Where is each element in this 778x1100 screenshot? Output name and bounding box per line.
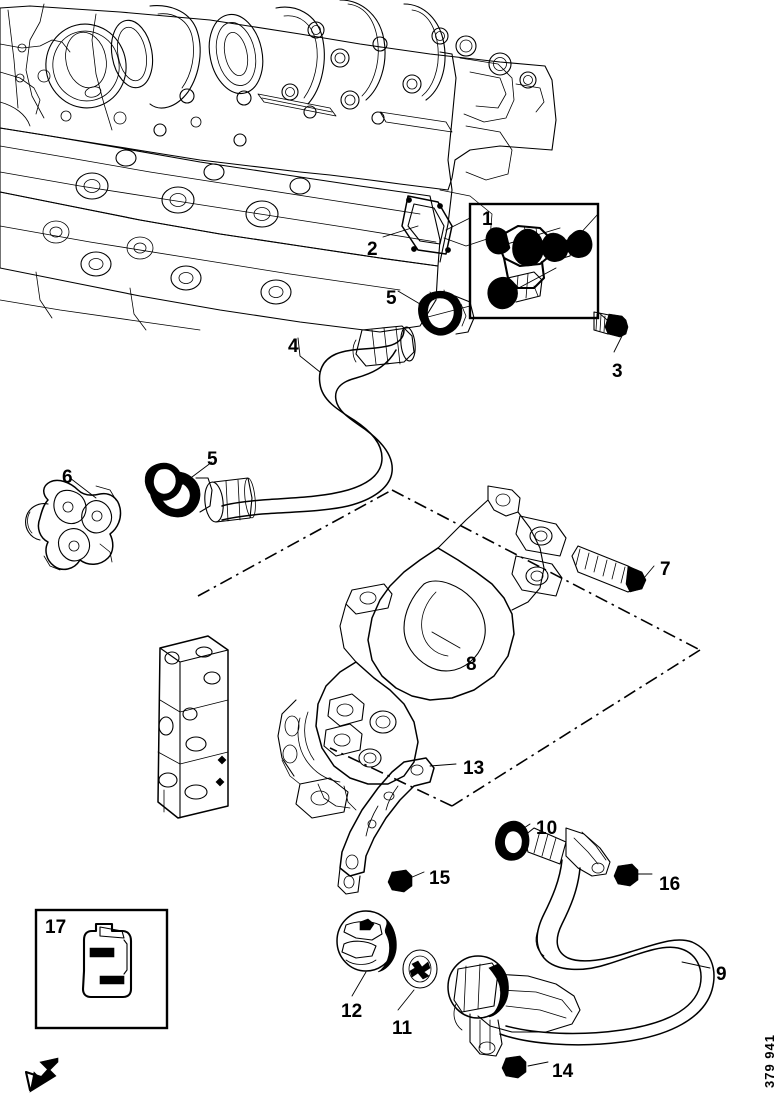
engine-mount-bracket-part8 (277, 485, 567, 819)
stud-bolt-part7 (571, 545, 647, 593)
callout-3: 3 (612, 361, 623, 382)
callout-11: 11 (392, 1018, 413, 1039)
detail-valve-assembly-part1 (485, 224, 593, 310)
callout-13: 13 (463, 758, 485, 779)
coolant-pipe-and-hose-part9 (499, 827, 715, 1046)
thermostat-housing-part6 (25, 479, 122, 571)
coolant-hose-part4 (221, 325, 416, 521)
seal-ring-part11 (402, 949, 438, 989)
water-outlet-housing (447, 955, 581, 1057)
flange-gasket-part2 (401, 195, 453, 255)
bolt-part14 (501, 1055, 527, 1079)
oil-cooler-block (157, 635, 229, 819)
callout-8: 8 (466, 654, 477, 675)
callout-2: 2 (367, 239, 378, 260)
callout-1: 1 (482, 209, 493, 230)
bolt-part15 (387, 869, 413, 893)
coolant-container-icon (81, 922, 133, 999)
callout-10: 10 (536, 818, 558, 839)
engine-block-illustration (0, 0, 557, 333)
callout-12: 12 (341, 1001, 363, 1022)
support-strut-part13 (337, 757, 435, 895)
hose-clamp-part5-lower (144, 462, 256, 523)
callout-16: 16 (659, 874, 681, 895)
callout-6: 6 (62, 467, 73, 488)
callout-7: 7 (660, 559, 671, 580)
callout-15: 15 (429, 868, 451, 889)
view-direction-arrow-icon (24, 1057, 59, 1093)
detail-box-1 (468, 202, 600, 320)
callout-17: 17 (45, 917, 67, 938)
coolant-cap-part12 (336, 910, 397, 973)
callout-14: 14 (552, 1061, 574, 1082)
callout-9: 9 (716, 964, 727, 985)
detail-box-17 (34, 908, 169, 1030)
callout-5-lower: 5 (207, 449, 218, 470)
seal-ring-part10 (495, 820, 530, 861)
assembly-plane-boundary (197, 489, 701, 807)
bolt-part3 (593, 311, 629, 338)
drawing-reference-number: 379 941 (762, 1034, 777, 1088)
callout-5-upper: 5 (386, 288, 397, 309)
bolt-part16 (613, 863, 639, 887)
callout-4: 4 (288, 336, 299, 357)
